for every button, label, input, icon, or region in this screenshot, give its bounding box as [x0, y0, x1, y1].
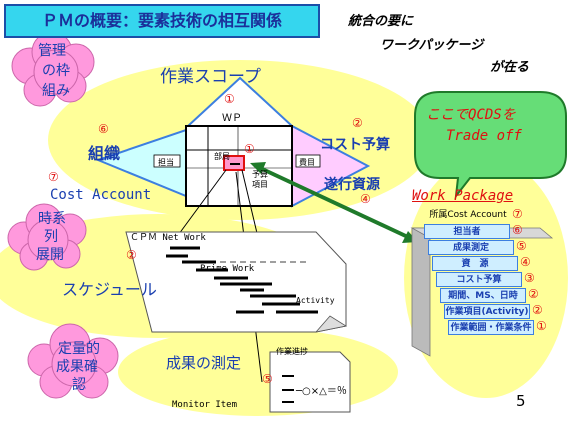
activity-label: Activity: [296, 296, 335, 305]
tradeoff-arrow: [257, 165, 411, 240]
resources-label: 遂行資源: [324, 177, 380, 193]
matrix-tag-left: 担当: [158, 158, 174, 167]
cloud-measurement-line-3: 認: [72, 377, 86, 393]
cloud-timeseries: [7, 203, 87, 271]
wp-layer-label: 期間、MS、日時: [448, 291, 518, 301]
gantt-bars: [166, 246, 318, 314]
cost-account-label: Cost Account: [50, 187, 152, 203]
cloud-measurement: [27, 323, 119, 399]
wp-layer-number: ②: [532, 303, 543, 317]
wp-label: ＷＰ: [222, 113, 242, 124]
cpm-network-sheet: [125, 231, 347, 333]
wp-layer: 資 源: [432, 256, 518, 271]
prime-work-label: Prime Work: [200, 264, 255, 274]
wp-layer-number: ⑦: [512, 207, 523, 221]
wp-layer-number: ②: [528, 287, 539, 301]
wp-layer: 期間、MS、日時: [440, 288, 526, 303]
inner-number: ①: [244, 142, 255, 156]
org-label: 組織: [88, 144, 121, 163]
wp-layer: 作業項目(Activity): [444, 304, 530, 319]
page-number: 5: [516, 392, 526, 410]
wp-layer-cost-account: 所属Cost Account: [420, 208, 516, 223]
measure-ellipse: [118, 328, 398, 416]
tagline-line-2: ワークパッケージ: [380, 38, 484, 53]
cost-budget-label: コスト予算: [320, 137, 390, 153]
wp-layer-number: ⑤: [516, 239, 527, 253]
wp-layer-label: 作業項目(Activity): [445, 307, 529, 317]
page-title: ＰＭの概要：要素技術の相互関係: [4, 4, 320, 38]
wp-layer-label: 担当者: [453, 227, 481, 237]
cloud-timeseries-line-3: 展開: [36, 247, 64, 263]
cloud-management: [11, 31, 95, 107]
cloud-management-line-3: 組み: [42, 83, 70, 99]
cloud-timeseries-line-2: 列: [44, 229, 58, 245]
monitor-item-label: Monitor Item: [172, 400, 238, 410]
cpm-label: ＣＰＭ Net Work: [130, 233, 206, 243]
cloud-measurement-line-2: 成果確: [56, 359, 98, 375]
schedule-number: ②: [126, 248, 137, 262]
cost-account-number: ⑦: [48, 170, 59, 184]
wp-layer: コスト予算: [436, 272, 522, 287]
matrix-tag-right: 費目: [299, 158, 315, 167]
cloud-timeseries-line-1: 時系: [38, 211, 66, 227]
measure-number: ⑤: [262, 372, 273, 386]
wp-layer-label: 成果測定: [452, 243, 489, 253]
matrix-tag-item: 項目: [252, 180, 268, 189]
wp-layer-label: 資 源: [461, 259, 489, 269]
org-number: ⑥: [98, 122, 109, 136]
tradeoff-bubble: [414, 91, 567, 200]
cloud-management-line-1: 管理: [38, 43, 66, 59]
wp-layer-label: 作業範囲・作業条件: [450, 323, 532, 333]
scope-label: 作業スコープ: [160, 67, 261, 87]
schedule-label: スケジュール: [62, 280, 157, 299]
wp-layer-number: ①: [536, 319, 547, 333]
cloud-management-line-2: の枠: [42, 63, 70, 79]
bubble-line-1: ここでQCDSを: [426, 107, 516, 123]
work-package-title: Work Package: [412, 188, 514, 204]
progress-sheet: [269, 351, 351, 413]
cost-number: ②: [352, 116, 363, 130]
wp-layer: 成果測定: [428, 240, 514, 255]
wp-layer: 担当者: [424, 224, 510, 239]
progress-marks: ─○×△＝％: [296, 386, 347, 397]
tagline-line-1: 統合の要に: [348, 14, 414, 29]
matrix-tag-org: 部局: [214, 152, 230, 161]
measure-label: 成果の測定: [166, 354, 242, 372]
tagline-line-3: が在る: [490, 60, 530, 75]
resources-number: ④: [360, 192, 371, 206]
wp-layer-number: ⑥: [512, 223, 523, 237]
matrix-tag-budget: 予算: [252, 170, 268, 179]
wp-layer-number: ③: [524, 271, 535, 285]
wp-layer-number: ④: [520, 255, 531, 269]
wp-layer-label: コスト予算: [456, 275, 502, 285]
wp-layer-label: 所属Cost Account: [429, 210, 507, 220]
cloud-measurement-line-1: 定量的: [58, 341, 100, 357]
wp-layer: 作業範囲・作業条件: [448, 320, 534, 335]
scope-number: ①: [224, 92, 235, 106]
bubble-line-2: Trade off: [446, 128, 522, 144]
progress-sheet-title: 作業進捗: [276, 347, 308, 356]
